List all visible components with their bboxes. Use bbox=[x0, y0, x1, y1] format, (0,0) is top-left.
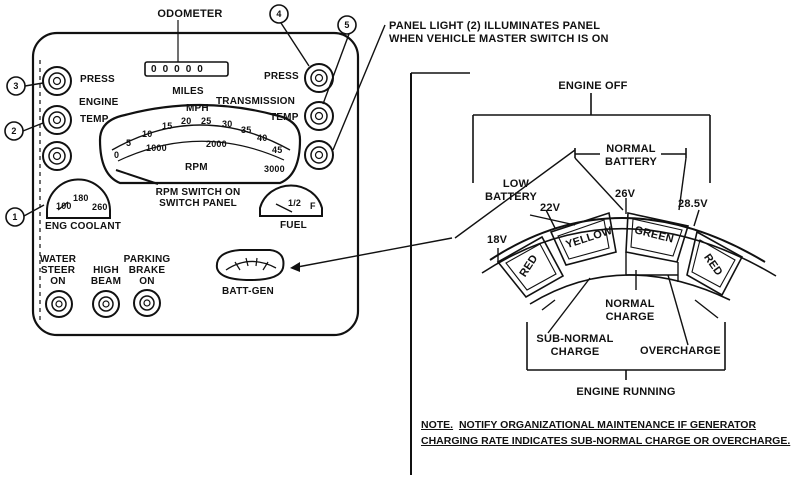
beam-label-1: HIGH bbox=[93, 265, 119, 276]
water-label-3: ON bbox=[50, 276, 66, 287]
coolant-gauge bbox=[45, 178, 111, 219]
rpm-tick: 1000 bbox=[146, 143, 167, 153]
transmission-press-label: PRESS bbox=[264, 71, 299, 82]
fuel-tick: F bbox=[310, 201, 316, 211]
engine-temp-label: TEMP bbox=[80, 114, 109, 125]
engine-press-gauge bbox=[42, 66, 72, 96]
maintenance-note: NOTE. NOTIFY ORGANIZATIONAL MAINTENANCE … bbox=[421, 417, 801, 449]
red-high-segment bbox=[686, 230, 744, 297]
mph-label: MPH bbox=[186, 103, 209, 114]
mph-tick: 5 bbox=[126, 138, 132, 148]
fuel-label: FUEL bbox=[280, 220, 307, 231]
mph-tick: 20 bbox=[181, 116, 192, 126]
mph-tick: 45 bbox=[272, 145, 283, 155]
normal-battery-line1: NORMAL bbox=[606, 143, 656, 155]
callout-2: 2 bbox=[11, 126, 17, 136]
rpm-switch-line2: SWITCH PANEL bbox=[159, 198, 237, 209]
panel-light bbox=[304, 140, 334, 170]
odometer-digit: 0 bbox=[151, 64, 163, 75]
mph-tick: 0 bbox=[114, 150, 120, 160]
normal-charge-line2: CHARGE bbox=[605, 311, 655, 323]
odometer-digit: 0 bbox=[185, 64, 198, 75]
rpm-switch-line1: RPM SWITCH ON bbox=[155, 187, 241, 198]
high-beam-light bbox=[92, 290, 120, 318]
low-battery-line2: BATTERY bbox=[484, 191, 538, 203]
mph-tick: 30 bbox=[222, 119, 233, 129]
engine-temp-gauge bbox=[42, 105, 72, 135]
batt-gen-label: BATT-GEN bbox=[222, 286, 274, 297]
water-label-1: WATER bbox=[39, 254, 77, 265]
miles-label: MILES bbox=[172, 86, 204, 97]
odometer-label: ODOMETER bbox=[157, 8, 223, 20]
left-spare-light bbox=[42, 141, 72, 171]
odometer-digit: 0 bbox=[162, 64, 175, 75]
callout-4: 4 bbox=[276, 9, 282, 19]
transmission-label: TRANSMISSION bbox=[216, 96, 296, 107]
engine-running-label: ENGINE RUNNING bbox=[576, 386, 676, 398]
coolant-tick: 100 bbox=[56, 201, 72, 211]
mph-tick: 25 bbox=[201, 116, 212, 126]
red-low-segment bbox=[496, 235, 565, 299]
odometer-window bbox=[144, 61, 229, 77]
panel-light-note-line1: PANEL LIGHT (2) ILLUMINATES PANEL bbox=[389, 20, 601, 32]
normal-battery-line2: BATTERY bbox=[604, 156, 658, 168]
mph-tick: 15 bbox=[162, 121, 173, 131]
yellow-segment bbox=[549, 211, 617, 266]
note-text: NOTIFY ORGANIZATIONAL MAINTENANCE IF GEN… bbox=[421, 419, 791, 447]
normal-charge-line1: NORMAL bbox=[605, 298, 655, 310]
engine-press-label: PRESS bbox=[80, 74, 115, 85]
brake-label-1: PARKING bbox=[123, 254, 171, 265]
overcharge-label: OVERCHARGE bbox=[640, 345, 721, 357]
parking-brake-light bbox=[133, 289, 161, 317]
sub-normal-charge-line2: CHARGE bbox=[550, 346, 600, 358]
brake-label-2: BRAKE bbox=[128, 265, 166, 276]
voltage-26v: 26V bbox=[615, 188, 636, 200]
coolant-tick: 260 bbox=[92, 202, 108, 212]
sub-normal-charge-line1: SUB-NORMAL bbox=[536, 333, 614, 345]
green-segment bbox=[625, 212, 690, 263]
mph-tick: 40 bbox=[257, 133, 268, 143]
low-battery-line1: LOW bbox=[502, 178, 530, 190]
water-label-2: STEER bbox=[40, 265, 76, 276]
mph-tick: 10 bbox=[142, 129, 153, 139]
panel-light-note-line2: WHEN VEHICLE MASTER SWITCH IS ON bbox=[389, 33, 609, 45]
odometer-digits: 00000 bbox=[151, 64, 209, 75]
transmission-temp-gauge bbox=[304, 101, 334, 131]
callout-1: 1 bbox=[12, 212, 18, 222]
fuel-tick: 1/2 bbox=[288, 198, 302, 208]
callout-5: 5 bbox=[344, 20, 350, 30]
fuel-gauge bbox=[259, 184, 323, 217]
engine-label: ENGINE bbox=[79, 97, 119, 108]
water-steer-light bbox=[45, 290, 73, 318]
rpm-label: RPM bbox=[185, 162, 208, 173]
voltage-18v: 18V bbox=[487, 234, 508, 246]
rpm-tick: 2000 bbox=[206, 139, 227, 149]
speedometer-arc bbox=[111, 124, 291, 151]
odometer-digit: 0 bbox=[174, 64, 186, 75]
callout-3: 3 bbox=[13, 81, 19, 91]
odometer-digit: 0 bbox=[197, 64, 209, 75]
brake-label-3: ON bbox=[139, 276, 155, 287]
note-lead: NOTE. bbox=[421, 419, 454, 431]
coolant-tick: 180 bbox=[73, 193, 89, 203]
engine-off-label: ENGINE OFF bbox=[558, 80, 628, 92]
beam-label-2: BEAM bbox=[90, 276, 122, 287]
speedometer-housing bbox=[98, 103, 302, 185]
voltage-22v: 22V bbox=[540, 202, 561, 214]
batt-gen-gauge bbox=[215, 249, 285, 282]
voltage-28-5v: 28.5V bbox=[678, 198, 708, 210]
rpm-tick: 3000 bbox=[264, 164, 285, 174]
panel-outline bbox=[31, 31, 360, 337]
transmission-temp-label: TEMP bbox=[270, 112, 299, 123]
mph-tick: 35 bbox=[241, 125, 252, 135]
coolant-label: ENG COOLANT bbox=[45, 221, 122, 232]
